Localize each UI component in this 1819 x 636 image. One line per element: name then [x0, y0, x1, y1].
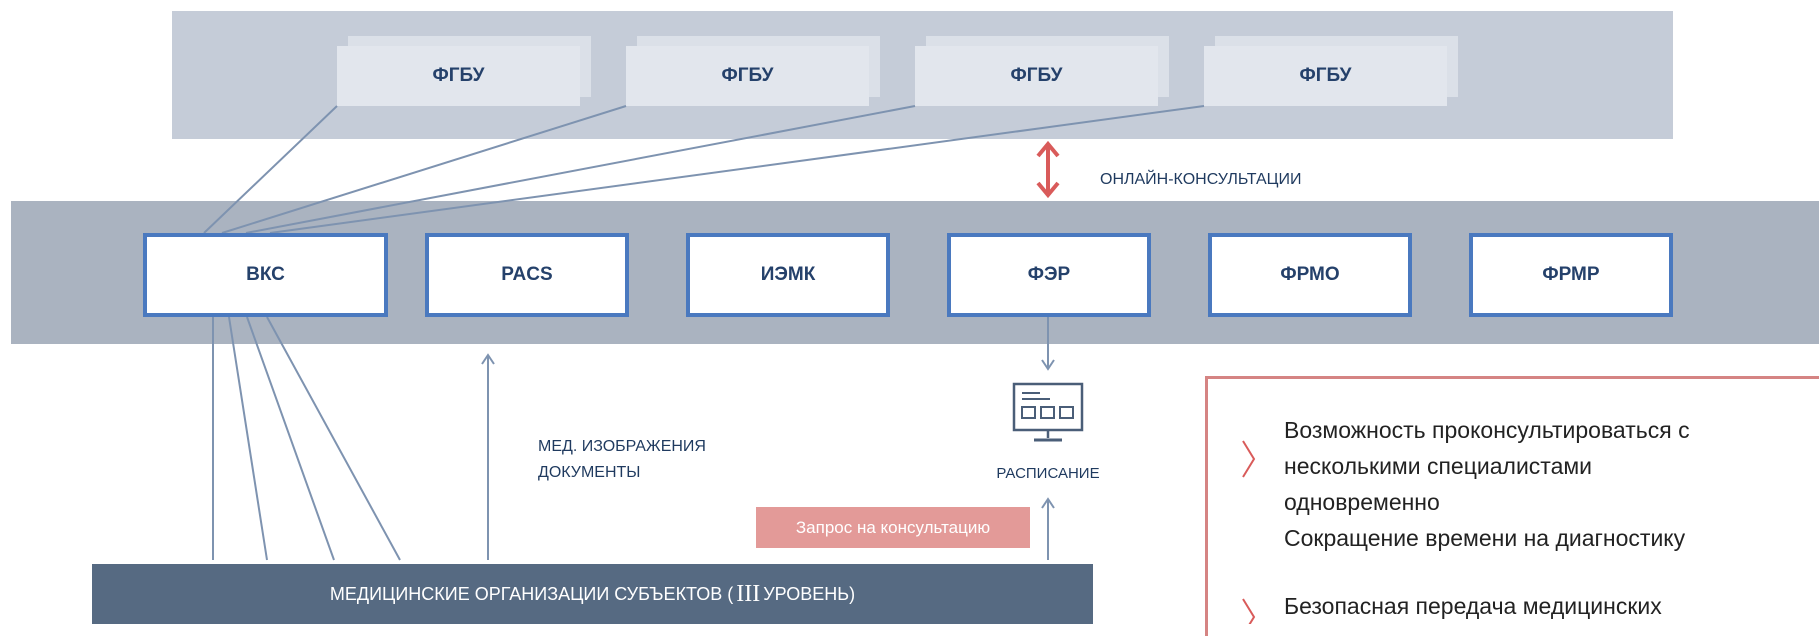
system-box-pacs[interactable]: PACS: [425, 233, 629, 317]
consultation-request-label: Запрос на консультацию: [756, 507, 1030, 548]
med-images-line-2: ДОКУМЕНТЫ: [538, 464, 641, 481]
link-vks-subject-3: [246, 316, 335, 561]
system-box-iemk[interactable]: ИЭМК: [686, 233, 890, 317]
link-vks-fgbu-4: [269, 105, 1205, 234]
subject-organizations-bar: МЕДИЦИНСКИЕ ОРГАНИЗАЦИИ СУБЪЕКТОВ ( III …: [92, 564, 1093, 624]
system-box-frmr[interactable]: ФРМР: [1469, 233, 1673, 317]
fgbu-box-4[interactable]: ФГБУ: [1204, 46, 1447, 106]
link-vks-subject-4: [266, 316, 401, 561]
benefit-2-line-1: Безопасная передача медицинских: [1284, 593, 1662, 619]
med-images-line-1: МЕД. ИЗОБРАЖЕНИЯ: [538, 438, 706, 455]
bottom-bar-roman-level: III: [736, 580, 761, 607]
benefit-item-2: Безопасная передача медицинских: [1284, 588, 1662, 624]
system-box-vks[interactable]: ВКС: [143, 233, 388, 317]
link-vks-fgbu-2: [221, 105, 627, 234]
chevron-right-icon: [1242, 440, 1256, 478]
benefit-1-line-1: Возможность проконсультироваться с: [1284, 417, 1690, 443]
system-box-frmo[interactable]: ФРМО: [1208, 233, 1412, 317]
benefit-1-line-3: одновременно: [1284, 489, 1440, 515]
fgbu-box-3[interactable]: ФГБУ: [915, 46, 1158, 106]
computer-monitor-schedule-icon: [1012, 382, 1084, 442]
fgbu-box-1[interactable]: ФГБУ: [337, 46, 580, 106]
online-consultation-double-arrow: [1036, 140, 1060, 199]
fgbu-box-2[interactable]: ФГБУ: [626, 46, 869, 106]
benefit-1-line-4: Сокращение времени на диагностику: [1284, 525, 1686, 551]
chevron-right-icon: [1242, 598, 1256, 624]
benefit-1-line-2: несколькими специалистами: [1284, 453, 1593, 479]
med-images-label: МЕД. ИЗОБРАЖЕНИЯ ДОКУМЕНТЫ: [538, 434, 706, 486]
schedule-label: РАСПИСАНИЕ: [996, 465, 1100, 482]
bottom-bar-suffix: УРОВЕНЬ): [763, 583, 856, 604]
bottom-bar-prefix: МЕДИЦИНСКИЕ ОРГАНИЗАЦИИ СУБЪЕКТОВ (: [329, 583, 734, 604]
link-vks-fgbu-3: [245, 105, 916, 234]
system-box-fer[interactable]: ФЭР: [947, 233, 1151, 317]
link-vks-fgbu-1: [203, 105, 338, 234]
online-consultation-label: ОНЛАЙН-КОНСУЛЬТАЦИИ: [1100, 171, 1302, 188]
link-vks-subject-2: [228, 316, 268, 561]
benefit-item-1: Возможность проконсультироваться с неско…: [1284, 412, 1690, 556]
benefits-panel: [1205, 376, 1819, 636]
